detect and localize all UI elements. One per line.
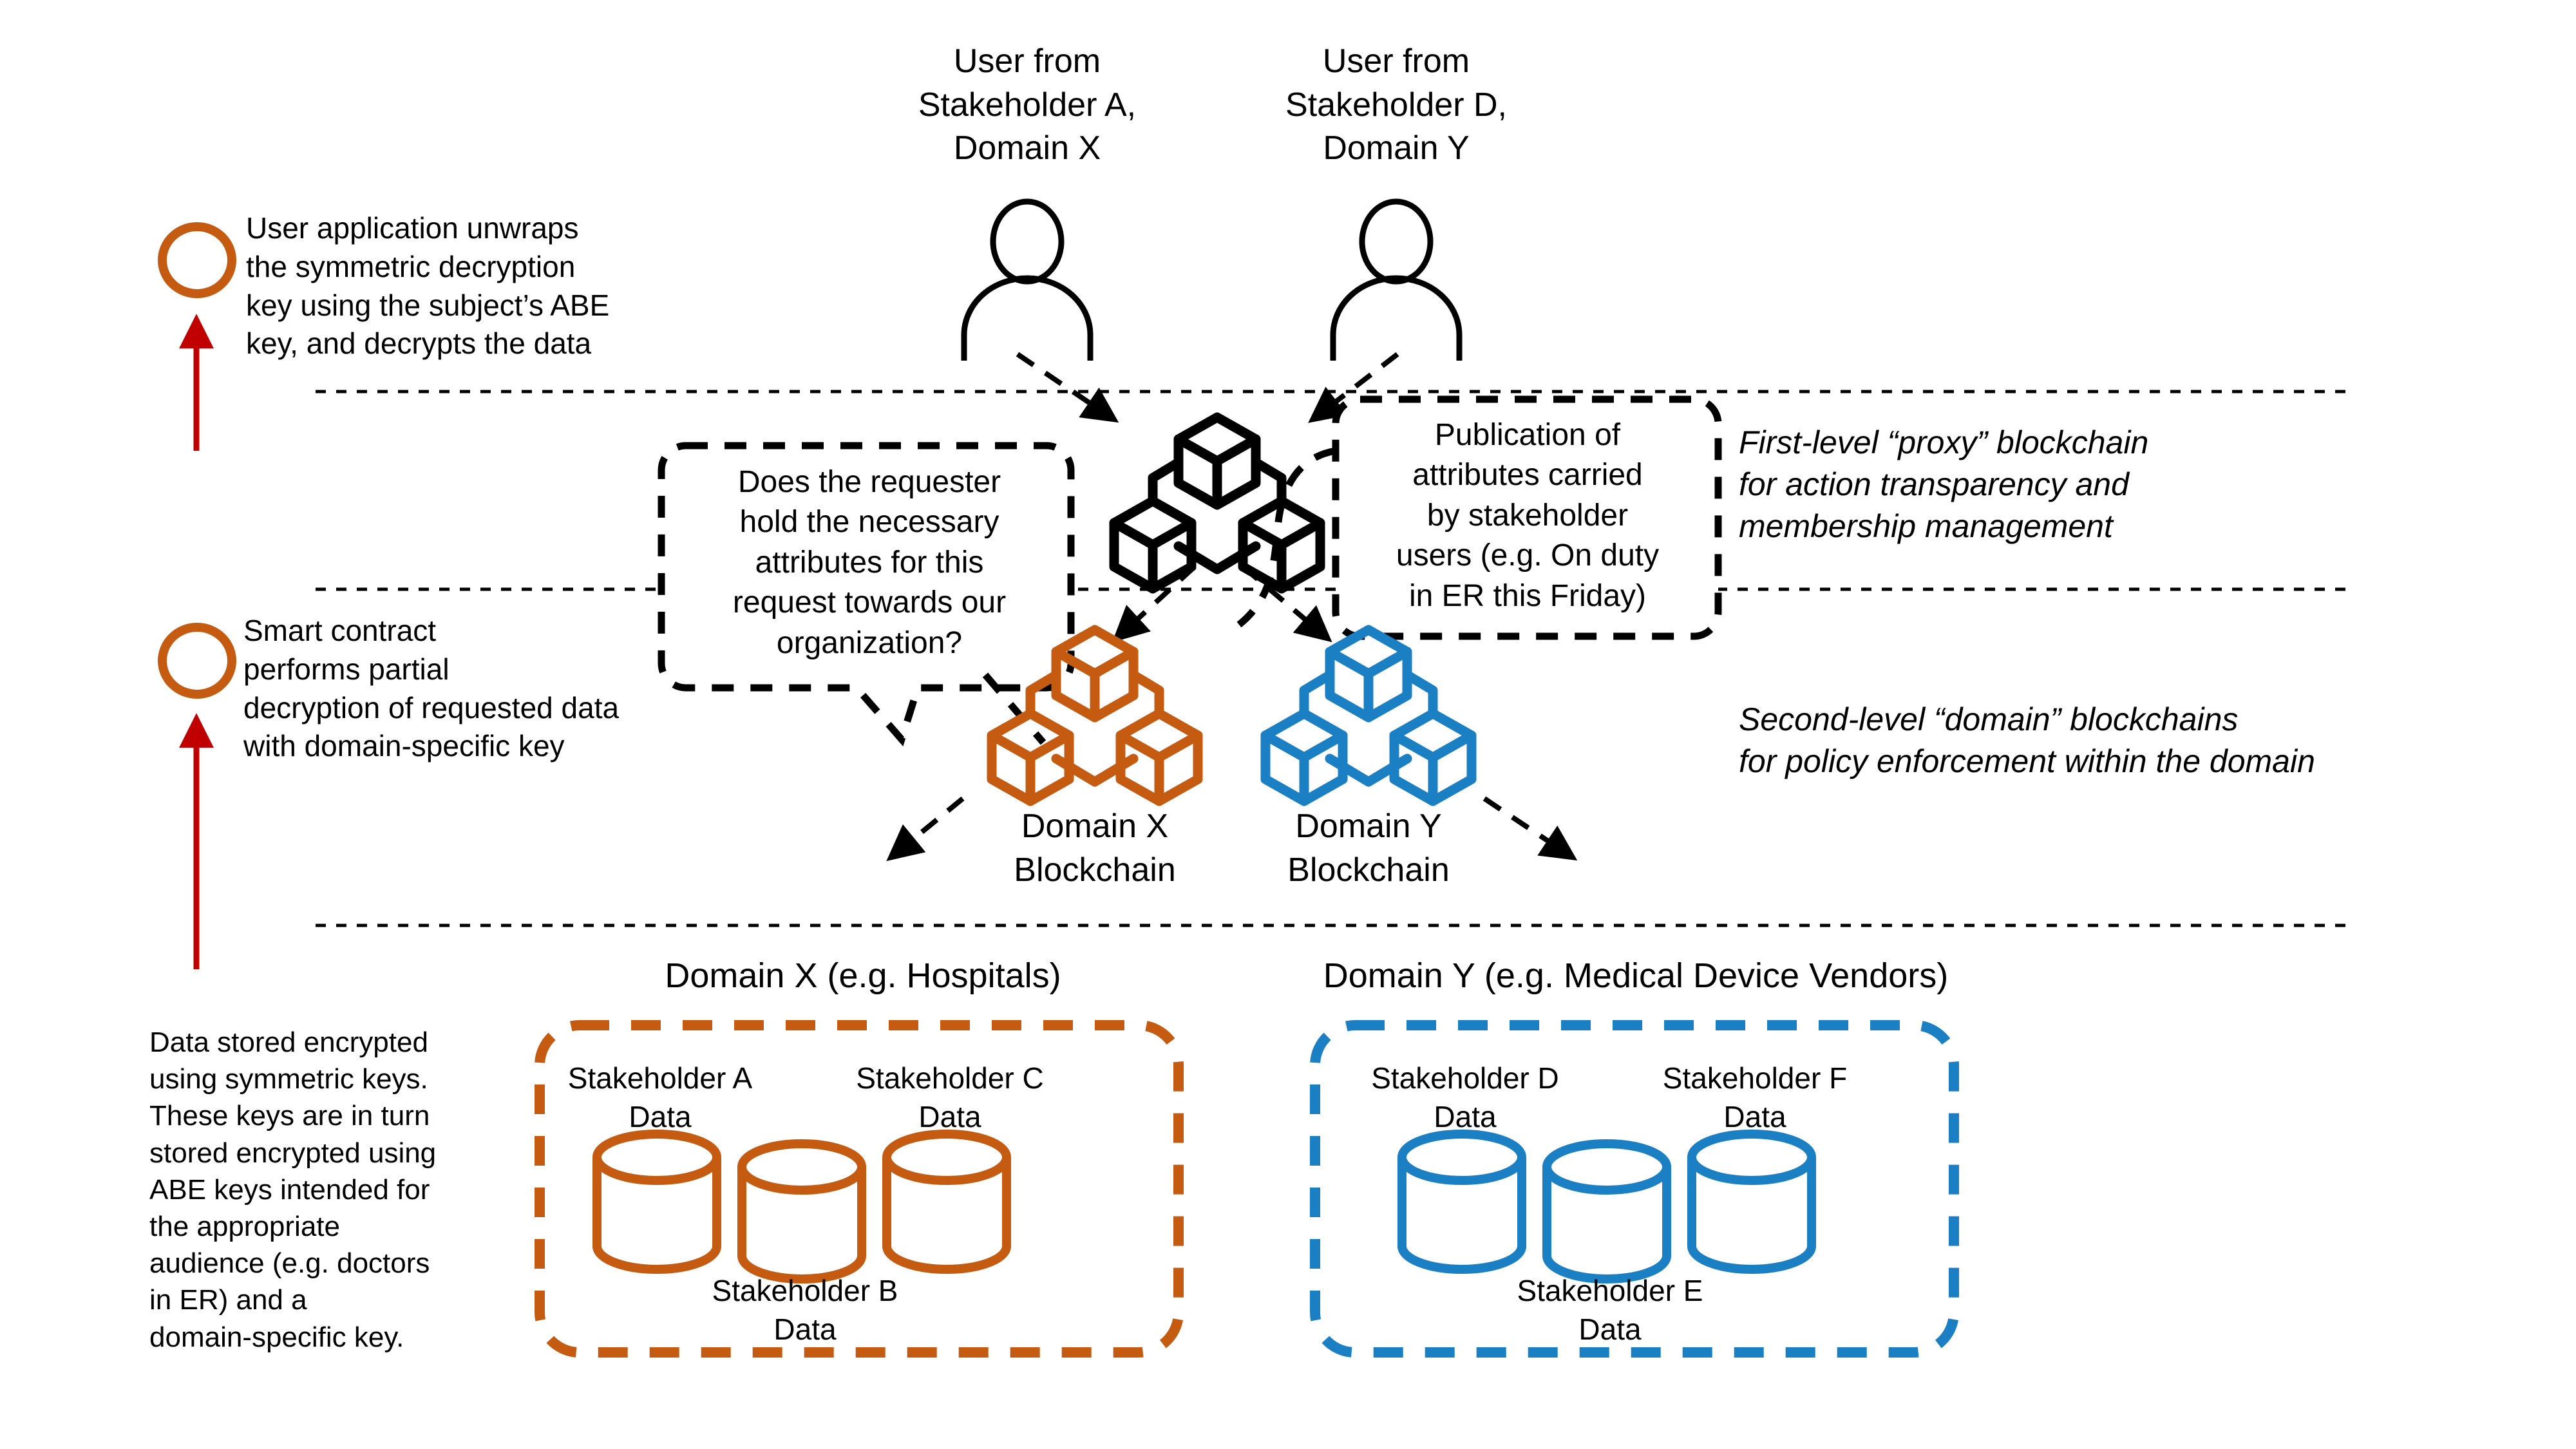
domain-y-header: Domain Y (e.g. Medical Device Vendors) xyxy=(1323,956,1949,995)
datastore-cylinder xyxy=(592,1130,721,1274)
domain-y-blockchain-label: Domain Y Blockchain xyxy=(1287,808,1450,889)
level-label-first: First-level “proxy” blockchain for actio… xyxy=(1739,424,2149,544)
stakeholder-f-label: Stakeholder F Data xyxy=(1662,1061,1848,1133)
callout-text-question: Does the requester hold the necessary at… xyxy=(732,465,1007,660)
orange-circle-marker-lower xyxy=(158,623,236,699)
datastore-cylinder xyxy=(737,1139,866,1283)
arrow-domain-x-to-storage xyxy=(886,796,965,862)
stakeholder-d-label: Stakeholder D Data xyxy=(1371,1061,1559,1133)
stakeholder-b-label: Stakeholder B Data xyxy=(712,1274,898,1346)
domain-y-datastores xyxy=(1397,1130,1816,1283)
bottom-note-storage-encryption: Data stored encrypted using symmetric ke… xyxy=(149,1027,437,1353)
proxy-blockchain-icon xyxy=(1109,412,1325,594)
stakeholder-c-label: Stakeholder C Data xyxy=(856,1061,1044,1133)
arrow-user-a-to-proxy xyxy=(1016,352,1119,423)
domain-x-blockchain-label: Domain X Blockchain xyxy=(1014,808,1176,889)
user-figure-d xyxy=(1330,198,1463,361)
domain-x-datastores xyxy=(592,1130,1011,1283)
callout-text-publication: Publication of attributes carried by sta… xyxy=(1396,418,1660,613)
datastore-cylinder xyxy=(882,1130,1011,1274)
stakeholder-e-label: Stakeholder E Data xyxy=(1517,1274,1703,1346)
user-a-label: User from Stakeholder A, Domain X xyxy=(918,43,1137,167)
datastore-cylinder xyxy=(1687,1130,1816,1274)
side-note-smart-contract: Smart contract performs partial decrypti… xyxy=(243,614,620,763)
orange-circle-marker-upper xyxy=(158,222,236,298)
arrow-proxy-to-domain-y xyxy=(1241,564,1332,643)
datastore-cylinder xyxy=(1542,1139,1671,1283)
stakeholder-a-label: Stakeholder A Data xyxy=(567,1061,753,1133)
side-note-unwrap-key: User application unwraps the symmetric d… xyxy=(246,211,610,361)
domain-y-blockchain-icon xyxy=(1260,625,1477,806)
user-figure-a xyxy=(961,198,1094,361)
arrow-user-d-to-proxy xyxy=(1308,352,1399,423)
arrow-proxy-to-domain-x xyxy=(1112,565,1197,643)
datastore-cylinder xyxy=(1397,1130,1526,1274)
user-d-label: User from Stakeholder D, Domain Y xyxy=(1285,43,1507,167)
domain-x-header: Domain X (e.g. Hospitals) xyxy=(665,956,1061,995)
level-label-second: Second-level “domain” blockchains for po… xyxy=(1739,701,2315,779)
